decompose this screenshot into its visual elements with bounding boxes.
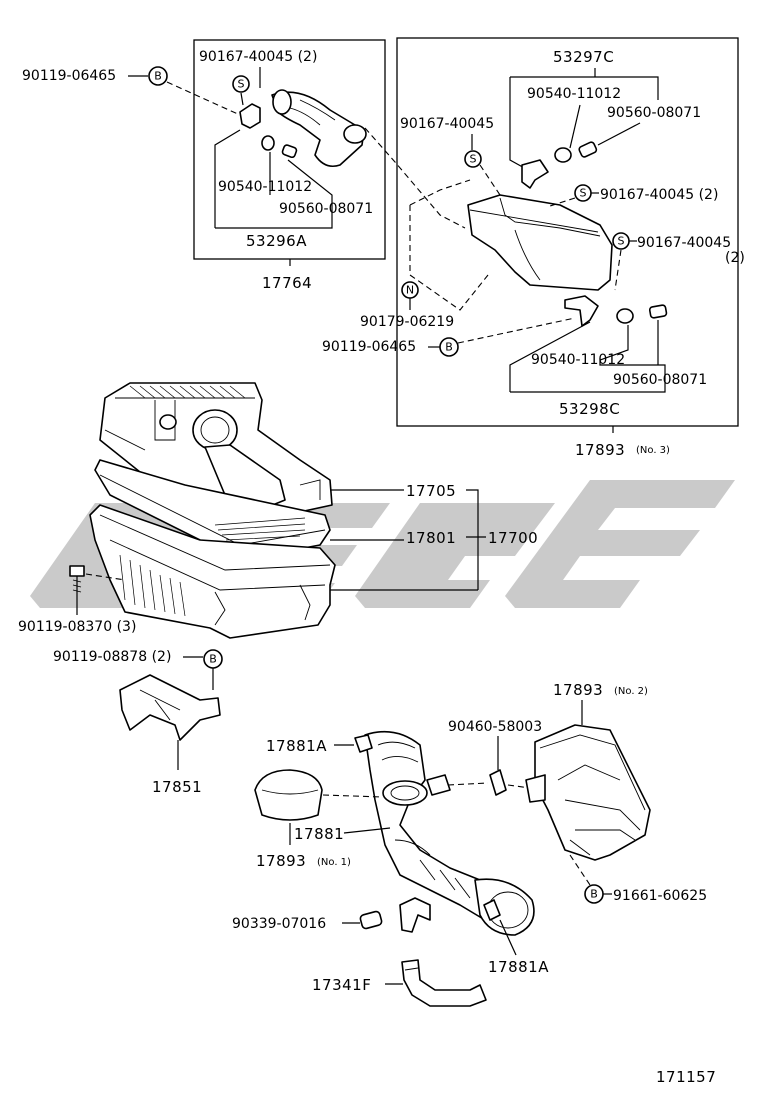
svg-text:S: S [470, 153, 477, 166]
label-17705: 17705 [406, 482, 456, 500]
label-90560-08071-low: 90560-08071 [613, 372, 707, 388]
nut-letter: N [406, 284, 414, 297]
bushing-rt [578, 141, 598, 158]
label-17341F: 17341F [312, 976, 371, 994]
bolt-symbol-top [148, 66, 168, 86]
label-17881: 17881 [294, 825, 344, 843]
bolt-symbol-mid [439, 337, 459, 357]
resonator-no2 [525, 724, 651, 861]
bolt-90119-08370 [69, 565, 85, 598]
box-17893-no3 [396, 37, 739, 427]
grommet-rt [554, 147, 572, 163]
air-cleaner-case [89, 504, 336, 639]
svg-text:B: B [590, 888, 598, 901]
label-17764: 17764 [262, 274, 312, 292]
bracket-lower [564, 295, 599, 327]
cap-90460 [489, 769, 507, 796]
screw-symbol-mid [464, 150, 482, 168]
label-17893-no2-num: 17893 [553, 681, 603, 699]
label-53297C: 53297C [553, 48, 614, 66]
plug-90339 [359, 910, 383, 930]
label-90540-11012-low: 90540-11012 [531, 352, 625, 368]
clamp-left [239, 103, 261, 129]
bracket-upper [521, 159, 549, 189]
intake-hose-17881 [364, 730, 535, 936]
label-90119-06465-mid: 90119-06465 [322, 339, 416, 355]
label-17700: 17700 [488, 529, 538, 547]
bracket-17851 [119, 674, 221, 741]
label-17893-no3: (No. 3) [636, 445, 670, 456]
label-53298C: 53298C [559, 400, 620, 418]
label-17881A-top: 17881A [266, 737, 327, 755]
resonator-no3 [467, 194, 613, 291]
label-17851: 17851 [152, 778, 202, 796]
svg-text:S: S [618, 235, 625, 248]
screw-letter: S [238, 78, 245, 91]
resonator-no1 [254, 769, 323, 821]
label-53296A: 53296A [246, 232, 307, 250]
label-17893-no2: (No. 2) [614, 686, 648, 697]
diagram-ref-number: 171157 [656, 1068, 716, 1086]
label-90540-11012-left: 90540-11012 [218, 179, 312, 195]
label-90119-08878: 90119-08878 (2) [53, 649, 171, 665]
clamp-17881A-top [354, 734, 373, 753]
label-90560-08071-rt: 90560-08071 [607, 105, 701, 121]
label-17893-no1-num: 17893 [256, 852, 306, 870]
label-91661-60625: 91661-60625 [613, 888, 707, 904]
svg-text:B: B [445, 341, 453, 354]
label-90460-58003: 90460-58003 [448, 719, 542, 735]
label-90119-06465-top: 90119-06465 [22, 68, 116, 84]
label-90167-40045-2-left: 90167-40045 (2) [199, 49, 317, 65]
label-90560-08071-left: 90560-08071 [279, 201, 373, 217]
grommet-low [616, 308, 634, 324]
label-90540-11012-rt: 90540-11012 [527, 86, 621, 102]
label-90339-07016: 90339-07016 [232, 916, 326, 932]
label-90167-40045-mid: 90167-40045 [400, 116, 494, 132]
label-qty-2: (2) [725, 250, 745, 266]
hose-17341F [401, 959, 487, 1007]
label-17801: 17801 [406, 529, 456, 547]
clamp-17881A-bot [483, 899, 501, 921]
hose-17764 [271, 89, 367, 168]
label-90179-06219: 90179-06219 [360, 314, 454, 330]
svg-text:B: B [209, 653, 217, 666]
bolt-letter: B [154, 70, 162, 83]
bushing-low [648, 304, 668, 319]
screw-symbol-left [232, 75, 250, 93]
label-17893-top: 17893 [575, 441, 625, 459]
label-90119-08370: 90119-08370 (3) [18, 619, 136, 635]
label-17893-no1: (No. 1) [317, 857, 351, 868]
label-90167-40045-2-rt: 90167-40045 (2) [600, 187, 718, 203]
svg-text:S: S [580, 187, 587, 200]
grommet-left [261, 135, 275, 151]
bushing-left [281, 144, 298, 159]
label-17881A-bot: 17881A [488, 958, 549, 976]
label-90167-40045-rt2: 90167-40045 [637, 235, 731, 251]
